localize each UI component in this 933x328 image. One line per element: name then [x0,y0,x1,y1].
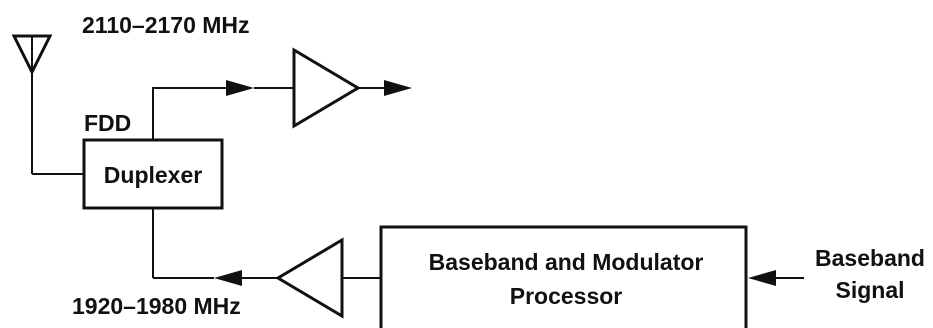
rx-band-label: 2110–2170 MHz [82,12,250,38]
baseband-input [748,270,804,286]
duplexer-label: Duplexer [104,162,202,188]
receive-amplifier [292,47,361,129]
antenna-icon [11,34,84,175]
receive-output [358,80,412,96]
tx-arrow [214,270,242,286]
power-amplifier [275,237,344,319]
receive-path [152,80,294,140]
processor-label-line2: Processor [510,283,623,309]
tx-band-label: 1920–1980 MHz [72,293,241,319]
processor-block [379,225,748,328]
transmit-path [152,208,381,286]
baseband-signal-line1: Baseband [815,245,925,271]
rx-output-arrow [384,80,412,96]
fdd-label: FDD [84,110,131,136]
baseband-input-arrow [748,270,776,286]
rx-input-arrow [226,80,254,96]
baseband-signal-line2: Signal [835,277,904,303]
processor-label-line1: Baseband and Modulator [429,249,704,275]
duplexer-block [82,138,224,210]
